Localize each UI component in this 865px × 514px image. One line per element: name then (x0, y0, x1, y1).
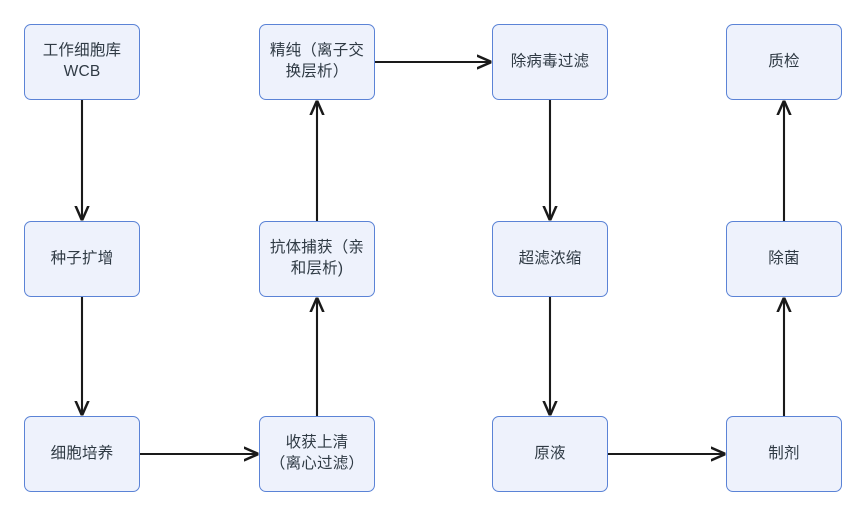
node-viral-filtration[interactable]: 除病毒过滤 (492, 24, 608, 100)
node-antibody-capture[interactable]: 抗体捕获（亲和层析) (259, 221, 375, 297)
node-quality-control[interactable]: 质检 (726, 24, 842, 100)
node-ultrafiltration-concentration[interactable]: 超滤浓缩 (492, 221, 608, 297)
node-sterile-filtration[interactable]: 除菌 (726, 221, 842, 297)
node-cell-culture[interactable]: 细胞培养 (24, 416, 140, 492)
node-seed-expansion[interactable]: 种子扩增 (24, 221, 140, 297)
node-formulation[interactable]: 制剂 (726, 416, 842, 492)
node-harvest-supernatant[interactable]: 收获上清 （离心过滤） (259, 416, 375, 492)
node-polishing-ion-exchange[interactable]: 精纯（离子交换层析） (259, 24, 375, 100)
node-drug-substance[interactable]: 原液 (492, 416, 608, 492)
node-working-cell-bank[interactable]: 工作细胞库 WCB (24, 24, 140, 100)
